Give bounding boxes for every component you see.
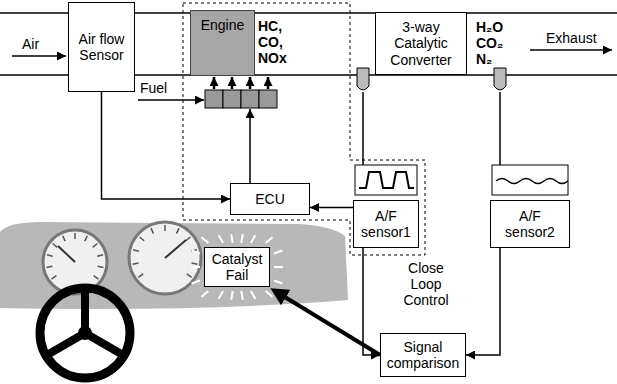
sensor-box: A/F sensor1: [353, 200, 419, 248]
gauge-tick: [151, 228, 154, 233]
signal-arrow: [466, 248, 500, 355]
glow-ray: [202, 237, 209, 243]
flow-label: Air: [22, 36, 39, 52]
sensor-probe: [494, 68, 506, 90]
gauge-tick: [133, 263, 139, 264]
injector: [259, 90, 277, 108]
gauge-tick: [93, 244, 98, 248]
injector: [223, 90, 241, 108]
sensor-wire: [499, 92, 501, 165]
gauge-tick: [187, 274, 192, 278]
emission-label: HC, CO, NOx: [258, 18, 304, 66]
glow-ray: [191, 266, 200, 268]
sensor1-waveform: [359, 172, 414, 188]
box-text: Signal comparison: [384, 339, 462, 371]
region-label: Close Loop Control: [393, 260, 459, 308]
sensor-box: A/F sensor2: [490, 200, 570, 248]
signal-arrow: [102, 92, 231, 199]
box-text: A/F sensor2: [494, 208, 566, 240]
glow-ray: [251, 291, 256, 299]
emission-label: H₂O CO₂ N₂: [476, 19, 518, 67]
glow-ray: [192, 250, 200, 253]
glow-ray: [202, 291, 209, 297]
glow-ray: [241, 291, 243, 300]
exhaust-arrow: [530, 49, 612, 51]
gauge-tick: [97, 255, 103, 256]
ecu-injector-arrow: [249, 109, 251, 183]
converter-box: 3-way Catalytic Converter: [375, 12, 467, 75]
sensor-wire: [362, 92, 364, 165]
glow-ray: [241, 234, 243, 243]
gauge-tick: [98, 266, 104, 267]
gauge-tick: [94, 276, 99, 280]
box-text: 3-way Catalytic Converter: [379, 19, 463, 67]
gauge-tick: [52, 276, 57, 280]
comparator-box: Signal comparison: [380, 333, 466, 377]
air-arrow: [12, 55, 66, 57]
injector: [241, 90, 259, 108]
glow-ray: [219, 235, 224, 243]
gauge-tick: [47, 266, 53, 267]
waveform-window: [492, 165, 568, 195]
gauge-needle: [58, 246, 75, 262]
glow-ray: [266, 291, 273, 297]
gauge-tick: [74, 233, 76, 239]
glow-ray: [274, 266, 283, 268]
gauge-tick: [53, 244, 58, 248]
box-text: Air flow Sensor: [72, 31, 131, 63]
glow-ray: [266, 237, 273, 243]
glow-ray: [192, 280, 200, 283]
sensor-probe: [357, 68, 369, 90]
glow-ray: [251, 235, 256, 243]
glow-ray: [274, 250, 282, 253]
signal-arrow: [310, 207, 353, 209]
gauge-tick: [192, 263, 198, 264]
gauge: [43, 230, 107, 294]
gauge-tick: [138, 274, 143, 278]
gauge-needle: [165, 240, 186, 258]
sensor-box: Air flow Sensor: [68, 2, 135, 92]
flow-label: Fuel: [140, 80, 167, 96]
box-text: Engine: [201, 17, 245, 33]
box-text: ECU: [255, 191, 285, 207]
steering-wheel: [40, 288, 130, 378]
gauge-tick: [85, 236, 88, 241]
injector: [205, 90, 223, 108]
injection-arrow: [249, 77, 252, 89]
box-text: Catalyst Fail: [208, 251, 266, 283]
injection-arrow: [231, 77, 234, 89]
gauge-tick: [176, 228, 179, 233]
gauge: [129, 222, 201, 294]
warning-lamp: Catalyst Fail: [204, 247, 270, 287]
gauge-tick: [63, 236, 66, 241]
ecu-box: ECU: [230, 183, 310, 215]
engine-block: Engine: [190, 10, 255, 76]
glow-ray: [231, 234, 233, 243]
gauge-tick: [133, 250, 139, 251]
sensor2-waveform: [496, 179, 568, 184]
waveform-window: [355, 165, 417, 195]
injector-rail: [205, 77, 277, 108]
gauge-tick: [164, 225, 166, 231]
signal-arrow: [275, 291, 380, 355]
gauge-tick: [47, 255, 53, 256]
glow-ray: [219, 291, 224, 299]
injection-arrow: [213, 77, 216, 89]
glow-ray: [274, 280, 282, 283]
fuel-arrow: [138, 99, 204, 101]
box-text: A/F sensor1: [357, 208, 415, 240]
wheel-hub: [78, 326, 92, 340]
injection-arrow: [267, 77, 270, 89]
flow-label: Exhaust: [546, 30, 597, 46]
warning-glow: [191, 234, 283, 300]
gauge-ticks: [47, 225, 198, 279]
gauge-tick: [186, 237, 191, 241]
glow-ray: [231, 291, 233, 300]
gauge-tick: [140, 237, 145, 241]
signal-arrow: [363, 248, 380, 355]
